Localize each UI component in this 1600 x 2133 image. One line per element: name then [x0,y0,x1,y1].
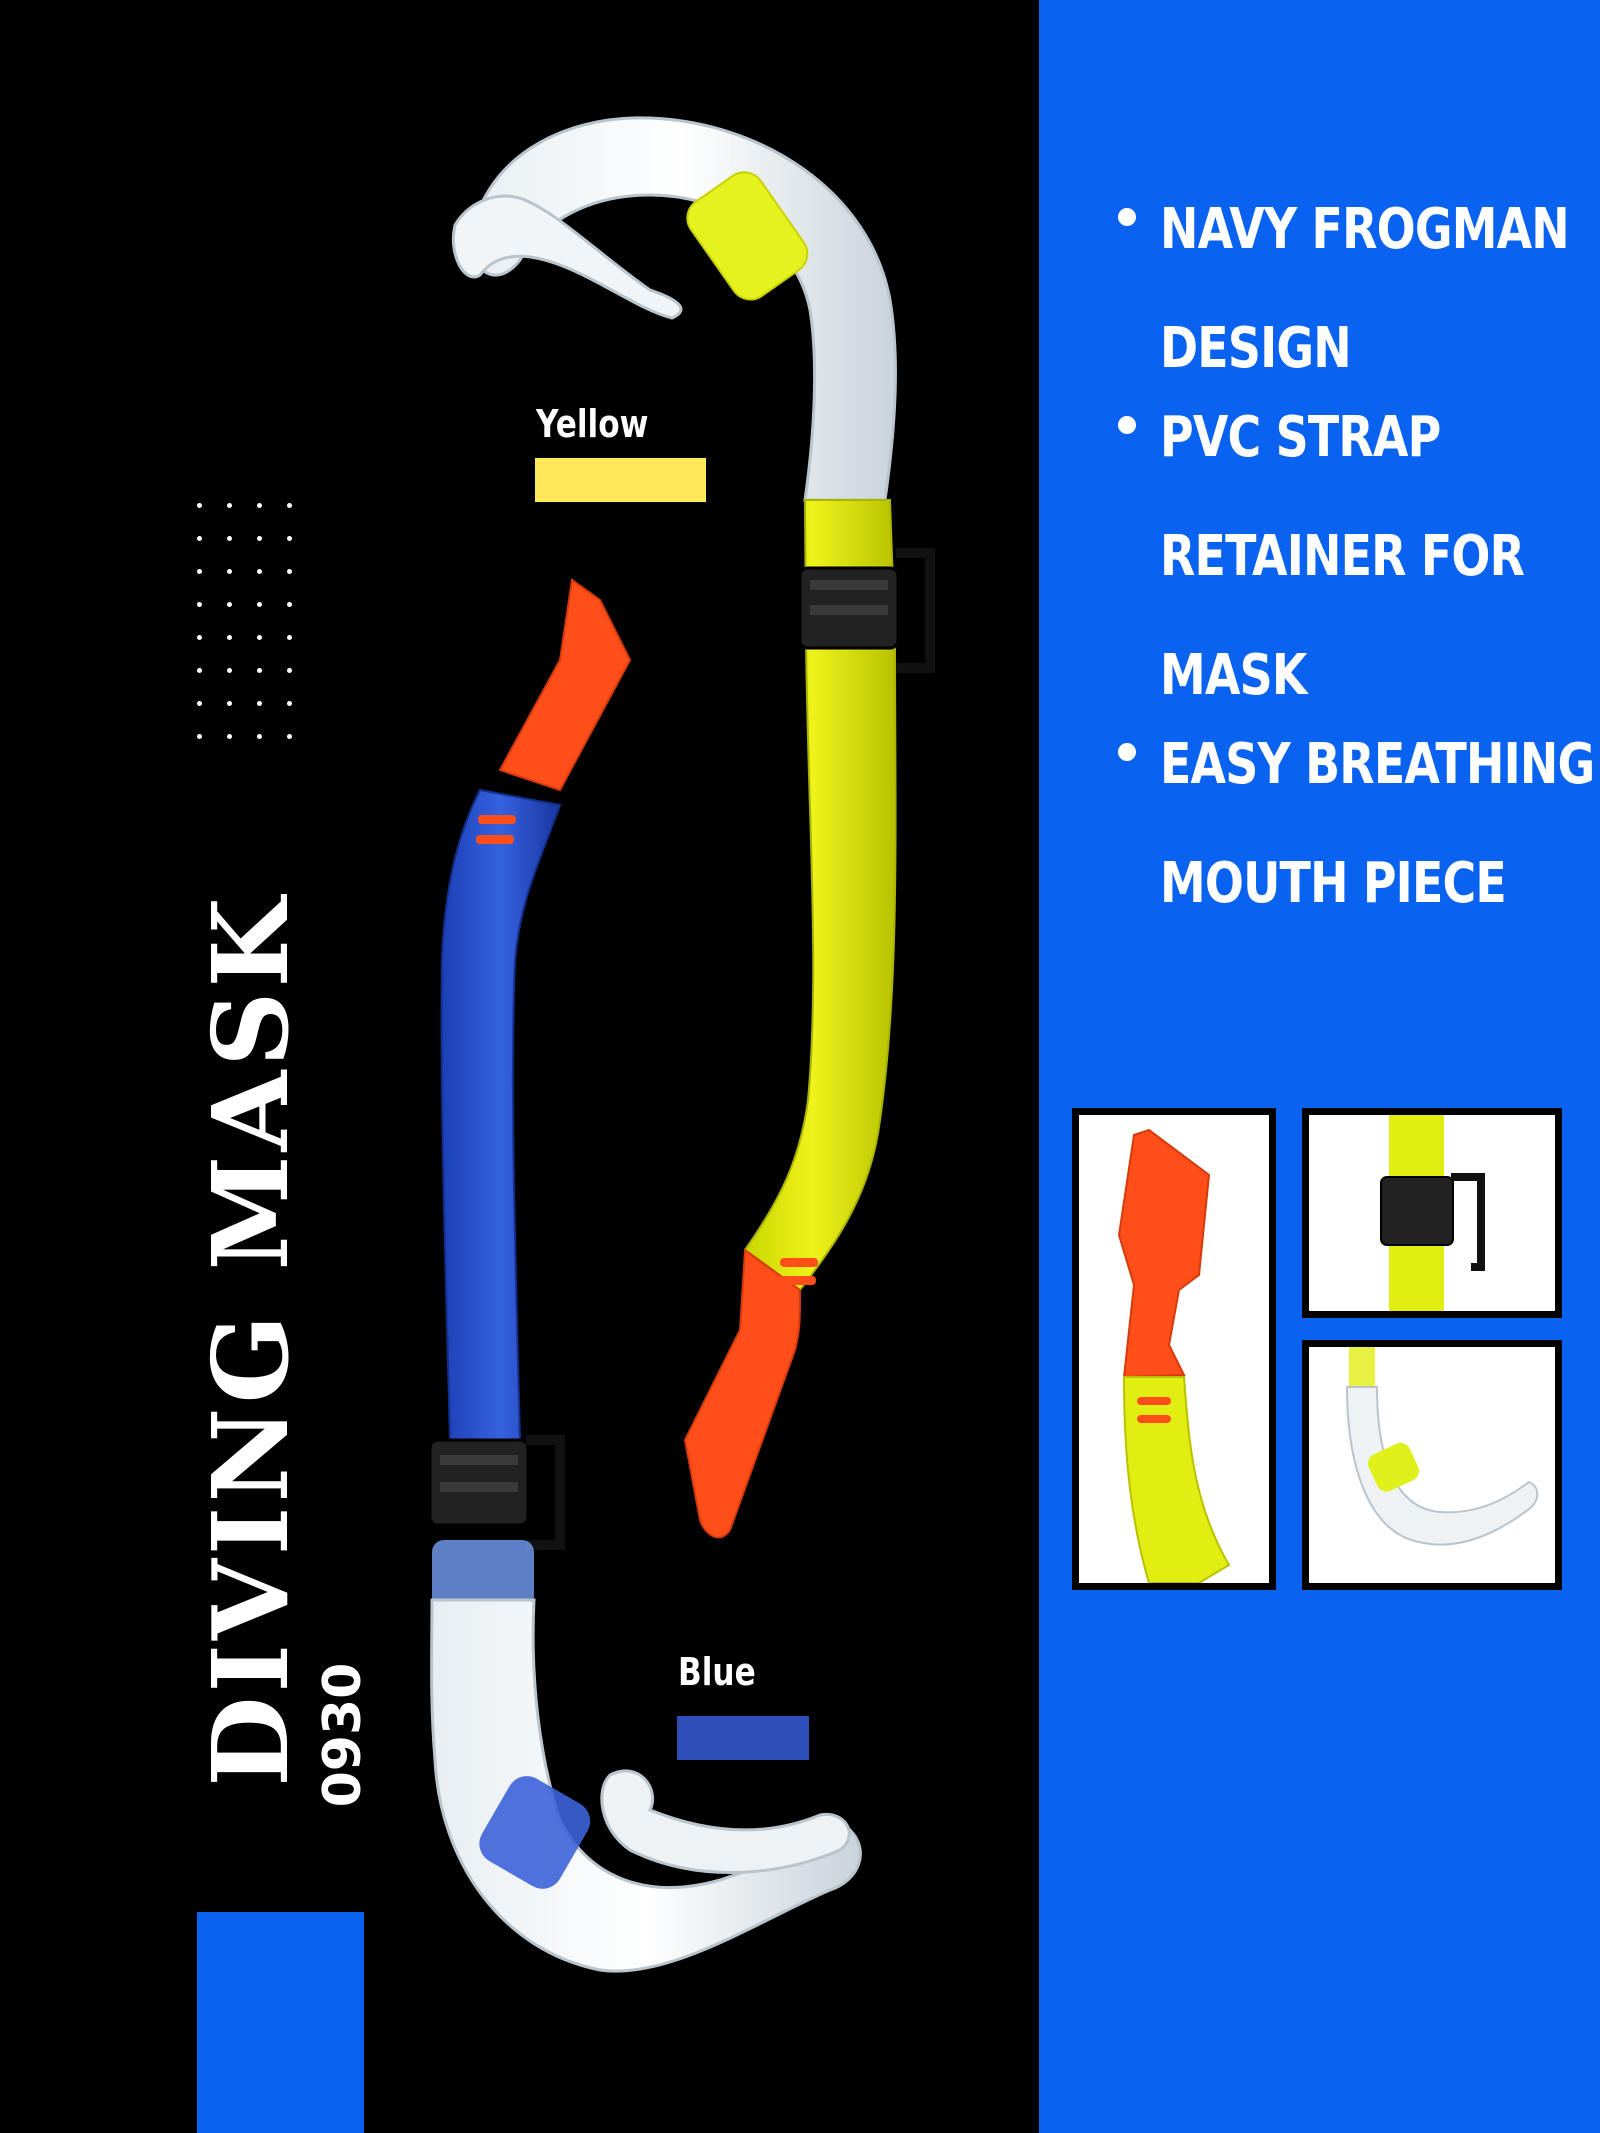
dot [257,536,262,541]
dot [227,635,232,640]
dot [287,503,292,508]
dot [257,668,262,673]
snorkel-illustration [428,116,935,1973]
dot-grid-decoration [197,503,293,743]
swatch-blue [677,1716,809,1760]
accent-block [197,1912,364,2133]
dot [287,536,292,541]
dot [197,734,202,739]
strap-clip-closeup-icon [1380,1115,1485,1311]
dot [197,635,202,640]
variant-label-blue: Blue [678,1650,756,1694]
dot [197,536,202,541]
dot [227,503,232,508]
dot [257,569,262,574]
dot [197,701,202,706]
swatch-yellow [535,458,706,502]
dot [197,668,202,673]
blue-snorkel [428,578,862,1973]
bullet-icon [1118,416,1136,434]
bullet-icon [1118,208,1136,226]
thumbnail-mouthpiece [1072,1108,1276,1590]
feature-item: NAVY FROGMAN DESIGN [1110,170,1590,408]
bullet-icon [1118,743,1136,761]
feature-panel [1039,0,1600,2133]
dot [227,569,232,574]
dot [197,602,202,607]
mouthpiece-closeup-icon [1117,1128,1231,1583]
snorkel-top-closeup-icon [1345,1347,1539,1546]
feature-item: EASY BREATHING MOUTH PIECE [1110,705,1595,943]
dot [287,602,292,607]
variant-label-yellow: Yellow [536,402,649,446]
yellow-snorkel [451,116,935,1539]
dot [227,536,232,541]
thumbnail-strap-clip [1302,1108,1562,1318]
dot [287,734,292,739]
dot [287,668,292,673]
dot [257,602,262,607]
dot [257,503,262,508]
thumbnail-snorkel-top [1302,1340,1562,1590]
dot [227,668,232,673]
dot [257,635,262,640]
dot [197,569,202,574]
dot [257,701,262,706]
dot [257,734,262,739]
dot [287,569,292,574]
dot [197,503,202,508]
feature-item: PVC STRAP RETAINER FOR MASK [1110,378,1590,735]
dot [227,602,232,607]
feature-list: NAVY FROGMAN DESIGN PVC STRAP RETAINER F… [1110,197,1595,943]
dot [287,635,292,640]
dot [227,734,232,739]
dot [287,701,292,706]
dot [227,701,232,706]
